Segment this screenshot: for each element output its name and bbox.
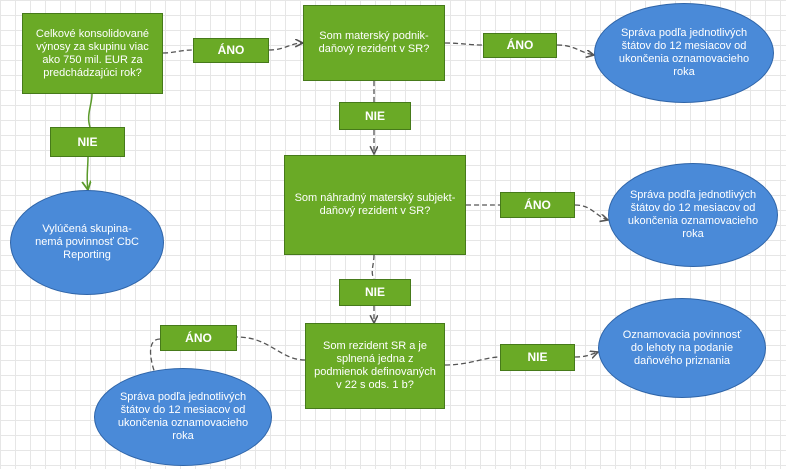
edge-q4-nie4 bbox=[444, 356, 501, 366]
decision-parent-resident-text: Som materský podnik- daňový rezident v S… bbox=[318, 30, 430, 55]
edge-nie1-excluded bbox=[87, 156, 88, 190]
label-nie-4-text: NIE bbox=[527, 350, 548, 364]
label-nie-2: NIE bbox=[339, 102, 411, 130]
label-ano-3: ÁNO bbox=[500, 192, 575, 218]
outcome-country-report-2: Správa podľa jednotlivých štátov do 12 m… bbox=[608, 163, 778, 267]
decision-surrogate-parent: Som náhradný materský subjekt- daňový re… bbox=[284, 155, 466, 255]
decision-surrogate-parent-text: Som náhradný materský subjekt- daňový re… bbox=[294, 192, 456, 217]
label-nie-1-text: NIE bbox=[77, 134, 98, 149]
edge-q4-ano4 bbox=[236, 336, 306, 361]
label-ano-1: ÁNO bbox=[193, 38, 269, 63]
edge-ano1-q2 bbox=[268, 43, 303, 51]
decision-consolidated-revenue-text: Celkové konsolidované výnosy za skupinu … bbox=[35, 27, 150, 79]
outcome-excluded-group-text: Vylúčená skupina- nemá povinnosť CbC Rep… bbox=[35, 223, 139, 261]
edge-q1-nie1 bbox=[87, 93, 93, 128]
outcome-country-report-1: Správa podľa jednotlivých štátov do 12 m… bbox=[594, 3, 774, 103]
outcome-country-report-3-text: Správa podľa jednotlivých štátov do 12 m… bbox=[117, 391, 249, 442]
label-ano-2: ÁNO bbox=[483, 33, 557, 58]
label-nie-1: NIE bbox=[50, 127, 125, 157]
label-nie-3-text: NIE bbox=[364, 285, 385, 299]
edge-q3-nie3 bbox=[371, 254, 375, 280]
edge-ano4-report3 bbox=[149, 338, 160, 385]
label-ano-3-text: ÁNO bbox=[524, 197, 551, 212]
outcome-notification-duty-text: Oznamovacia povinnosť do lehoty na podan… bbox=[622, 328, 742, 367]
decision-resident-condition-text: Som rezident SR a je splnená jedna z pod… bbox=[314, 340, 436, 391]
outcome-excluded-group: Vylúčená skupina- nemá povinnosť CbC Rep… bbox=[10, 190, 164, 295]
outcome-country-report-2-text: Správa podľa jednotlivých štátov do 12 m… bbox=[627, 189, 759, 240]
edge-nie4-notify bbox=[574, 352, 598, 357]
edge-ano3-report2 bbox=[574, 204, 608, 220]
edge-ano2-report1 bbox=[556, 44, 594, 55]
label-nie-2-text: NIE bbox=[364, 108, 385, 123]
edge-q1-ano1 bbox=[162, 49, 194, 54]
decision-resident-condition: Som rezident SR a je splnená jedna z pod… bbox=[305, 323, 445, 409]
decision-consolidated-revenue: Celkové konsolidované výnosy za skupinu … bbox=[22, 13, 163, 94]
outcome-country-report-1-text: Správa podľa jednotlivých štátov do 12 m… bbox=[618, 27, 750, 78]
outcome-notification-duty: Oznamovacia povinnosť do lehoty na podan… bbox=[598, 298, 766, 398]
edge-q2-ano2 bbox=[444, 42, 484, 46]
label-ano-4: ÁNO bbox=[160, 325, 237, 351]
label-ano-2-text: ÁNO bbox=[506, 38, 534, 52]
label-nie-4: NIE bbox=[500, 344, 575, 371]
decision-parent-resident: Som materský podnik- daňový rezident v S… bbox=[303, 5, 445, 81]
label-ano-4-text: ÁNO bbox=[185, 330, 212, 345]
outcome-country-report-3: Správa podľa jednotlivých štátov do 12 m… bbox=[94, 368, 272, 466]
label-ano-1-text: ÁNO bbox=[217, 43, 245, 57]
label-nie-3: NIE bbox=[339, 279, 411, 306]
